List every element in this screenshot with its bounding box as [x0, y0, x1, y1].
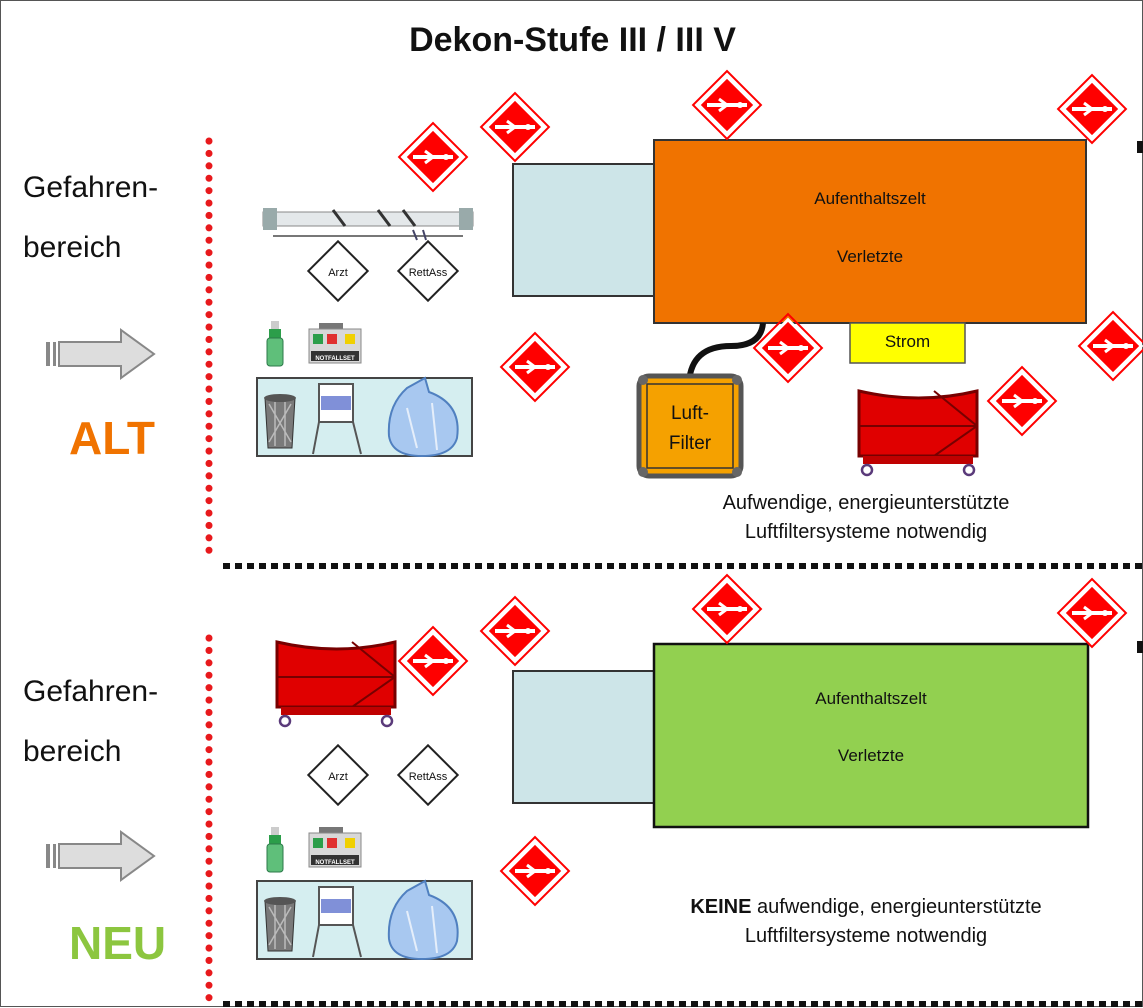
arrow-right-icon [45, 329, 155, 379]
diagram-title: Dekon-Stufe III / III V [409, 21, 736, 59]
note-neu-emphasis: KEINE [690, 896, 752, 918]
hazard-diamond-icon [397, 625, 469, 697]
hazard-diamond-icon [499, 835, 571, 907]
danger-zone-label-line2: bereich [23, 231, 122, 264]
power-supply-box [849, 322, 966, 364]
first-aid-kit-label: NOTFALLSET [315, 860, 355, 866]
waste-station-icon [256, 377, 473, 457]
hazard-diamond-icon [1056, 73, 1128, 145]
paramedic-sign-label: RettAss [409, 771, 448, 783]
note-neu: KEINE aufwendige, energieunterstützte Lu… [631, 893, 1101, 951]
power-label: Strom [884, 332, 931, 351]
note-neu-line2: Luftfiltersysteme notwendig [744, 925, 988, 947]
note-neu-line1: KEINE aufwendige, energieunterstützte [631, 893, 1101, 922]
doctor-sign-label: Arzt [328, 267, 348, 279]
note-alt-line2: Luftfiltersysteme notwendig [744, 521, 988, 543]
waste-station-icon [256, 880, 473, 960]
hazard-diamond-icon [479, 91, 551, 163]
danger-zone-label-line2: bereich [23, 735, 122, 768]
danger-zone-label-line1: Gefahren- [23, 675, 159, 708]
hazard-diamond-icon [691, 69, 763, 141]
tent-subtitle: Verletzte [837, 746, 905, 765]
hazard-diamond-icon [986, 365, 1058, 437]
transport-trolley-icon [857, 389, 979, 477]
arrow-right-icon [45, 831, 155, 881]
filter-label-line1: Luft- [670, 403, 710, 424]
status-label-neu: NEU [69, 917, 167, 969]
hazard-diamond-icon [1077, 310, 1143, 382]
hazard-diamond-icon [479, 595, 551, 667]
filter-label-line2: Filter [668, 433, 712, 454]
hazard-diamond-icon [499, 331, 571, 403]
note-neu-line1-text: aufwendige, energieunterstützte [751, 896, 1042, 918]
spray-bottle-icon [266, 826, 284, 873]
air-filter-cable [686, 322, 766, 384]
first-aid-kit-label: NOTFALLSET [315, 356, 355, 362]
stretcher-icon [261, 206, 475, 242]
shelter-tent-old [653, 139, 1087, 324]
hazard-diamond-icon [397, 121, 469, 193]
annex-tent [512, 670, 655, 804]
tent-subtitle: Verletzte [836, 247, 904, 266]
hazard-diamond-icon [1056, 577, 1128, 649]
annex-tent [512, 163, 655, 297]
danger-zone-label-line1: Gefahren- [23, 171, 159, 204]
doctor-sign-label: Arzt [328, 771, 348, 783]
status-label-alt: ALT [69, 412, 156, 464]
spray-bottle-icon [266, 320, 284, 367]
tent-title: Aufenthaltszelt [814, 189, 926, 208]
transport-trolley-icon [275, 640, 397, 728]
note-alt: Aufwendige, energieunterstützte Luftfilt… [631, 489, 1101, 547]
air-filter-icon [636, 373, 744, 479]
hazard-diamond-icon [691, 573, 763, 645]
note-alt-line1: Aufwendige, energieunterstützte [722, 492, 1010, 514]
paramedic-sign-label: RettAss [409, 267, 448, 279]
tent-title: Aufenthaltszelt [815, 689, 927, 708]
shelter-tent-new [652, 642, 1090, 829]
